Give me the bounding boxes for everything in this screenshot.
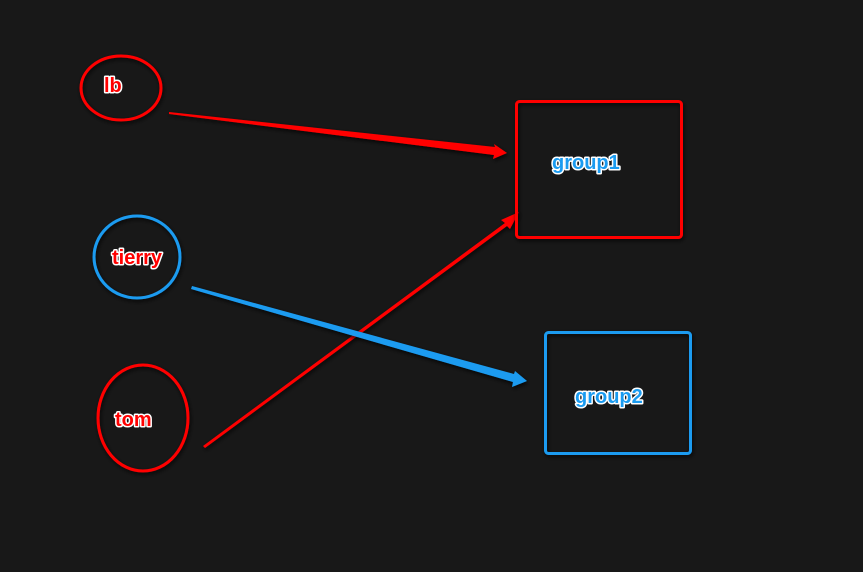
- node-group2[interactable]: group2: [544, 331, 692, 455]
- node-tierry-label: tierry: [112, 247, 163, 269]
- node-tom-label: tom: [115, 409, 152, 431]
- node-tierry[interactable]: tierry: [92, 214, 182, 300]
- node-group1-label: group1: [552, 152, 620, 174]
- node-group1-rect: [515, 100, 683, 239]
- node-lb-ellipse: [79, 54, 163, 122]
- node-tom[interactable]: tom: [96, 363, 190, 473]
- edge-tom-to-group1: [203, 212, 519, 448]
- node-tom-ellipse: [96, 363, 190, 473]
- edge-lb-to-group1: [169, 112, 507, 159]
- node-tierry-ellipse: [92, 214, 182, 300]
- edges: [169, 112, 527, 448]
- node-lb[interactable]: lb: [79, 54, 163, 122]
- node-group1[interactable]: group1: [515, 100, 683, 239]
- node-group2-label: group2: [575, 386, 643, 408]
- node-lb-label: lb: [104, 75, 122, 97]
- edge-tierry-to-group2: [191, 286, 527, 387]
- node-group2-rect: [544, 331, 692, 455]
